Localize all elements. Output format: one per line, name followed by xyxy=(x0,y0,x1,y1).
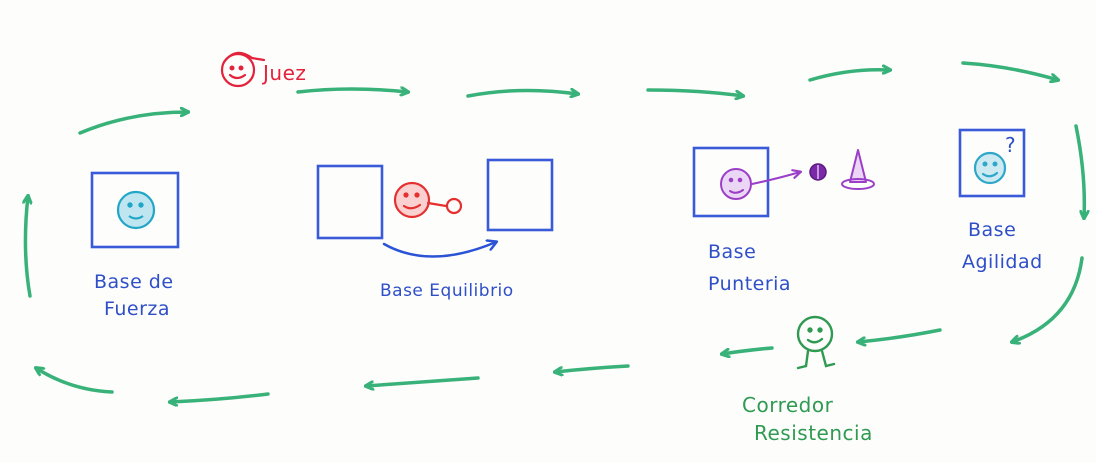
smiley-with-ball-icon xyxy=(393,181,463,219)
station-agilidad: ? Base Agilidad xyxy=(958,128,1043,273)
aim-arrow xyxy=(751,172,800,185)
balance-direction-arrow xyxy=(382,242,496,258)
station-fuerza-label-line1: Base de xyxy=(94,271,174,293)
arrow-left-up-1 xyxy=(36,368,114,394)
station-fuerza-label-line2: Fuerza xyxy=(104,298,170,320)
station-agilidad-label-line2: Agilidad xyxy=(962,251,1043,273)
arrow-left-up-2 xyxy=(25,196,30,298)
smiley-aiming-icon xyxy=(720,168,752,200)
runner-label-line1: Corredor xyxy=(742,393,834,417)
arrow-right-down xyxy=(1074,124,1084,218)
smiley-question-icon xyxy=(973,151,1007,185)
runner-figure-icon xyxy=(796,315,836,370)
arrow-right-curve xyxy=(1012,256,1084,342)
arrow-bottom-1 xyxy=(858,328,942,342)
runner-group: Corredor Resistencia xyxy=(742,315,873,445)
station-punteria-label-line1: Base xyxy=(708,241,756,263)
arrow-top-5 xyxy=(808,70,890,82)
arrow-top-2 xyxy=(296,89,408,92)
station-agilidad-label-line1: Base xyxy=(968,219,1016,241)
station-equilibrio: Base Equilibrio xyxy=(316,158,554,301)
arrow-bottom-4 xyxy=(366,376,480,386)
arrow-bottom-5 xyxy=(170,392,270,402)
agility-question-mark: ? xyxy=(1005,133,1016,157)
arrow-top-6 xyxy=(961,61,1058,80)
station-agilidad-box xyxy=(958,128,1026,198)
arrow-top-3 xyxy=(466,90,578,96)
station-punteria: Base Punteria xyxy=(692,146,875,295)
station-fuerza-box xyxy=(90,171,180,249)
station-punteria-box xyxy=(692,146,770,218)
runner-label-line2: Resistencia xyxy=(754,421,873,445)
station-equilibrio-label: Base Equilibrio xyxy=(380,281,514,301)
station-fuerza: Base de Fuerza xyxy=(90,171,180,320)
arrow-top-4 xyxy=(646,88,743,96)
judge-group: Juez xyxy=(220,51,306,88)
station-equilibrio-box-left xyxy=(316,164,384,240)
ball-icon xyxy=(809,163,827,181)
judge-label: Juez xyxy=(261,61,306,85)
arrow-bottom-3 xyxy=(555,364,630,372)
cone-icon xyxy=(841,149,875,190)
station-equilibrio-box-right xyxy=(486,158,554,232)
smiley-face-icon xyxy=(116,190,156,230)
arrow-bottom-2 xyxy=(722,346,774,354)
smiley-with-cap-icon xyxy=(220,51,266,88)
station-punteria-label-line2: Punteria xyxy=(708,273,791,295)
arrow-top-1 xyxy=(78,112,188,135)
circuit-arrows xyxy=(25,61,1084,402)
